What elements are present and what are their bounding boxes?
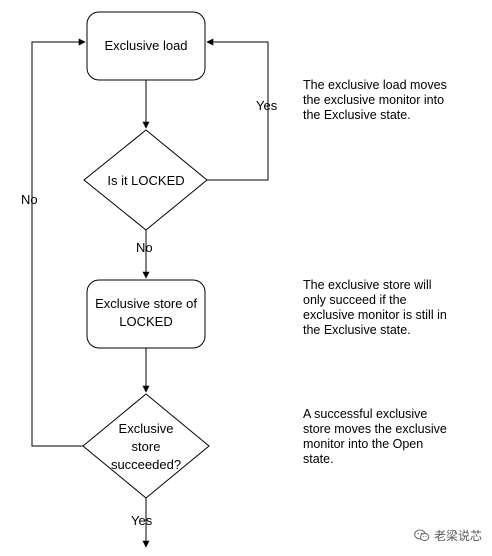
edge-locked-yes	[206, 38, 269, 181]
edge-label-succeeded-no: No	[21, 192, 38, 207]
annotation-exclusive-store: The exclusive store will only succeed if…	[303, 278, 488, 338]
exclusive-store-label-line-1: Exclusive store of	[95, 296, 197, 311]
annotation-line: The exclusive store will	[303, 278, 432, 292]
annotation-line: store moves the exclusive	[303, 422, 447, 436]
store-succeeded-label-line-3: succeeded?	[111, 457, 181, 472]
edge-label-locked-no: No	[136, 240, 153, 255]
watermark-text: 老梁说芯	[433, 529, 482, 543]
annotation-line: exclusive monitor is still in	[303, 308, 447, 322]
wechat-icon	[414, 529, 430, 542]
store-succeeded-label-line-2: store	[132, 439, 161, 454]
exclusive-load-label: Exclusive load	[104, 38, 187, 53]
edge-label-succeeded-yes: Yes	[131, 513, 153, 528]
annotation-line: the exclusive monitor into	[303, 93, 445, 107]
store-succeeded-label-line-1: Exclusive	[119, 421, 174, 436]
annotation-successful-store: A successful exclusive store moves the e…	[303, 407, 488, 467]
annotation-line: A successful exclusive	[303, 407, 428, 421]
annotation-line: only succeed if the	[303, 293, 407, 307]
annotation-exclusive-load: The exclusive load moves the exclusive m…	[303, 78, 488, 123]
is-locked-label: Is it LOCKED	[107, 173, 184, 188]
annotation-line: The exclusive load moves	[303, 78, 447, 92]
edge-label-locked-yes: Yes	[256, 98, 278, 113]
annotation-line: the Exclusive state.	[303, 108, 411, 122]
annotation-line: state.	[303, 452, 334, 466]
edge-succeeded-no	[31, 38, 86, 447]
annotation-line: the Exclusive state.	[303, 323, 411, 337]
annotation-line: monitor into the Open	[303, 437, 424, 451]
watermark: 老梁说芯	[414, 527, 482, 544]
exclusive-store-label-line-2: LOCKED	[119, 314, 172, 329]
